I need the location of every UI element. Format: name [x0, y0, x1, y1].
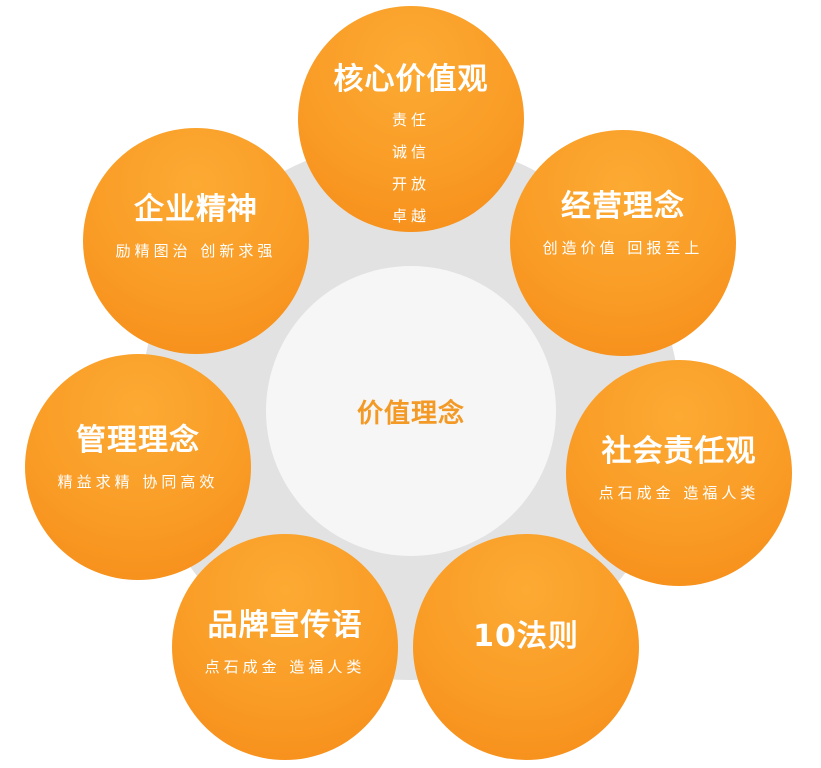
list-item: 卓越: [391, 207, 430, 225]
node-business-philosophy: 经营理念 创造价值 回报至上: [510, 130, 736, 356]
core-values-list: 责任 诚信 开放 卓越: [392, 104, 430, 232]
node-title: 经营理念: [561, 188, 685, 224]
node-subtitle: 精益求精 协同高效: [57, 472, 219, 491]
node-title: 品牌宣传语: [207, 607, 363, 643]
node-title: 核心价值观: [333, 62, 489, 97]
node-social-responsibility: 社会责任观 点石成金 造福人类: [566, 360, 792, 586]
center-circle: 价值理念: [266, 266, 556, 556]
list-item: 开放: [391, 175, 430, 193]
node-core-values: 核心价值观 责任 诚信 开放 卓越: [298, 6, 524, 232]
node-subtitle: 点石成金 造福人类: [204, 657, 366, 676]
node-ten-rules: 10法则: [413, 534, 639, 760]
node-title: 10法则: [473, 619, 579, 654]
node-subtitle: 点石成金 造福人类: [598, 483, 760, 502]
node-subtitle: 创造价值 回报至上: [542, 238, 704, 257]
node-enterprise-spirit: 企业精神 励精图治 创新求强: [83, 128, 309, 354]
list-item: 诚信: [391, 143, 430, 161]
node-management-philosophy: 管理理念 精益求精 协同高效: [25, 354, 251, 580]
node-brand-slogan: 品牌宣传语 点石成金 造福人类: [172, 534, 398, 760]
list-item: 责任: [391, 111, 430, 129]
node-subtitle: 励精图治 创新求强: [115, 241, 277, 260]
center-label: 价值理念: [356, 398, 465, 429]
node-title: 企业精神: [134, 191, 258, 227]
node-title: 社会责任观: [601, 433, 757, 469]
node-title: 管理理念: [76, 422, 200, 458]
